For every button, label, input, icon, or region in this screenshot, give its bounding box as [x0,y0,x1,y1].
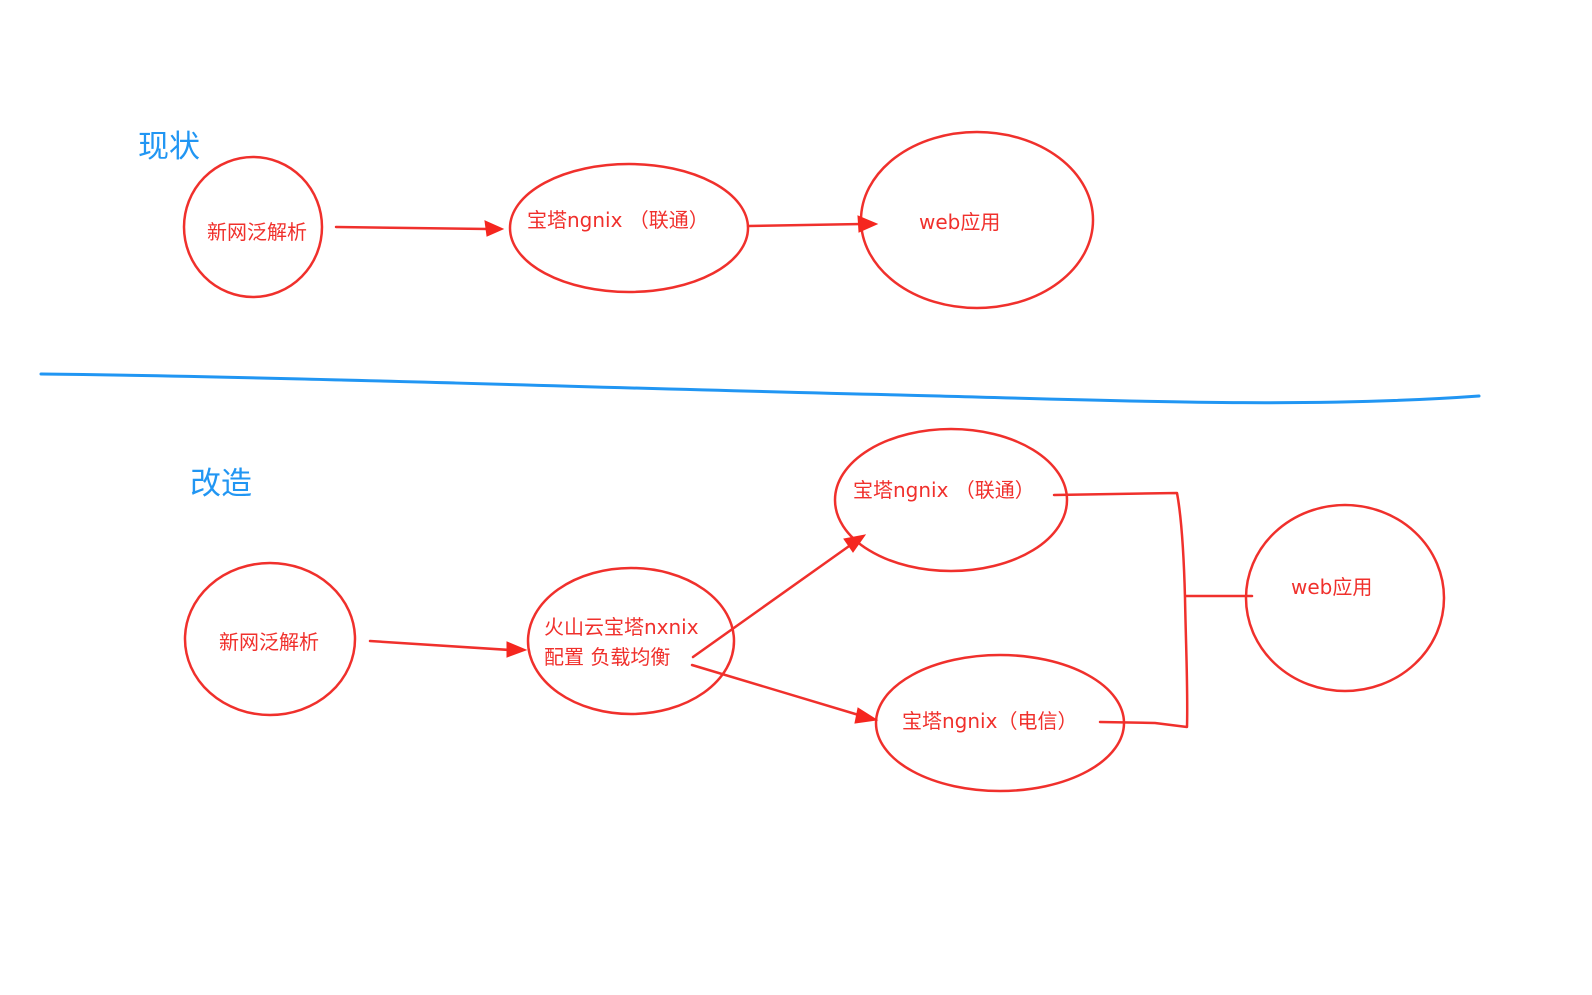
current-node-dns: 新网泛解析 [182,155,324,299]
renovation-arrow-dns-to-lb-shaft [368,639,512,652]
current-arrow-baota-to-web-head [857,215,879,233]
renovation-node-web-app: web应用 [1244,503,1446,693]
current-node-baota-unicom-ellipse [508,162,750,294]
current-arrow-dns-to-baota-shaft [334,225,490,231]
renovation-node-web-app-ellipse [1244,503,1446,693]
current-node-baota-unicom-label: 宝塔ngnix （联通） [527,208,709,232]
renovation-arrow-lb-to-unicom-shaft [691,542,854,659]
current-node-baota-unicom: 宝塔ngnix （联通） [508,162,750,294]
current-arrow-baota-to-web-shaft [746,222,864,228]
renovation-node-volcano-lb-line2: 配置 负载均衡 [544,645,670,669]
renovation-node-dns-label: 新网泛解析 [219,630,319,654]
current-node-dns-circle [182,155,324,299]
current-node-web-app: web应用 [859,130,1095,310]
current-node-web-app-label: web应用 [919,210,1000,234]
renovation-node-baota-unicom-ellipse [833,427,1069,573]
renovation-node-volcano-lb-line1: 火山云宝塔nxnix [544,615,699,639]
renovation-arrow-dns-to-lb-head [506,641,528,658]
renovation-bracket-connector [1052,491,1189,729]
renovation-node-dns-ellipse [183,561,357,717]
current-arrow-baota-to-web [746,215,879,233]
current-node-dns-label: 新网泛解析 [207,220,307,244]
renovation-arrow-lb-to-telecom-head [854,707,879,724]
renovation-node-volcano-lb: 火山云宝塔nxnix 配置 负载均衡 [526,566,736,716]
section-label-renovation: 改造 [190,466,252,502]
section-divider [39,372,1481,405]
renovation-arrow-lb-to-unicom [691,534,867,659]
current-arrow-dns-to-baota [334,220,505,237]
renovation-node-baota-unicom: 宝塔ngnix （联通） [833,427,1069,573]
renovation-node-baota-unicom-label: 宝塔ngnix （联通） [853,478,1035,502]
section-label-current: 现状 [138,129,200,165]
current-arrow-dns-to-baota-head [484,220,505,237]
renovation-node-baota-telecom: 宝塔ngnix（电信） [874,653,1126,793]
renovation-node-volcano-lb-ellipse [526,566,736,716]
renovation-node-dns: 新网泛解析 [183,561,357,717]
renovation-node-web-app-label: web应用 [1291,575,1372,599]
renovation-arrow-lb-to-unicom-head [843,534,867,553]
renovation-node-baota-telecom-label: 宝塔ngnix（电信） [902,709,1077,733]
renovation-arrow-lb-to-telecom-shaft [690,663,864,718]
renovation-arrow-lb-to-telecom [690,663,879,724]
renovation-arrow-dns-to-lb [368,639,528,658]
